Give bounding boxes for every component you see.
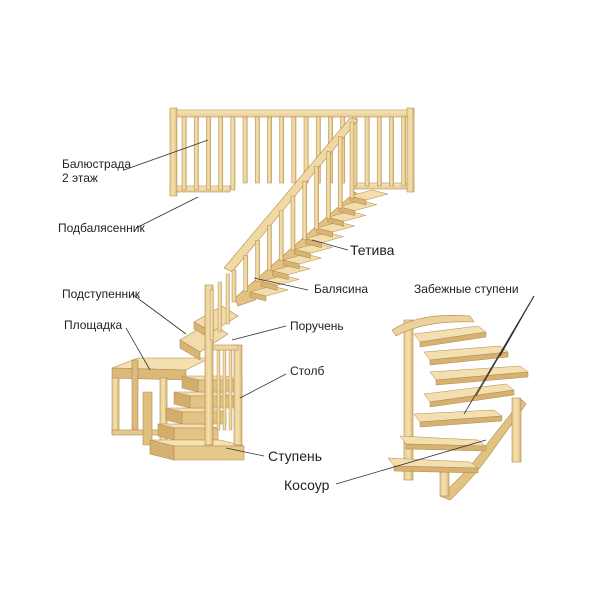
leader-kosour bbox=[335, 439, 487, 485]
flight-baluster bbox=[337, 136, 343, 209]
upper-baluster bbox=[389, 116, 394, 187]
upper-flight bbox=[223, 117, 389, 307]
flight-baluster bbox=[255, 240, 260, 282]
lower-baluster bbox=[222, 349, 227, 431]
upper-riser bbox=[316, 227, 333, 238]
upper-balustrade bbox=[169, 107, 415, 197]
leader-poruchen bbox=[231, 325, 287, 341]
label-balustrade-line2: 2 этаж bbox=[62, 171, 98, 185]
leader-winder-4 bbox=[499, 295, 535, 357]
newel-post-left bbox=[204, 284, 214, 446]
lower-tread-side bbox=[173, 391, 191, 409]
upper-riser bbox=[260, 281, 278, 291]
flight-baluster bbox=[314, 166, 319, 230]
lower-tread-side bbox=[165, 407, 183, 425]
rising-baluster bbox=[209, 289, 214, 341]
lower-balusters bbox=[209, 273, 233, 431]
upper-baluster bbox=[401, 116, 407, 187]
label-podbalyasennik: Подбалясенник bbox=[58, 221, 145, 235]
flight-baluster bbox=[231, 269, 237, 303]
rising-baluster bbox=[225, 273, 230, 325]
flight-baluster bbox=[302, 180, 308, 240]
flight-baluster bbox=[326, 151, 331, 220]
flight-baluster bbox=[290, 195, 296, 251]
flight-baluster bbox=[243, 254, 249, 292]
upper-flight-balusters bbox=[231, 121, 355, 303]
upper-riser bbox=[283, 259, 300, 270]
lower-baluster bbox=[228, 349, 233, 431]
upper-riser bbox=[338, 206, 356, 216]
upper-riser bbox=[249, 291, 267, 302]
upper-riser bbox=[271, 270, 289, 280]
lower-baluster bbox=[216, 349, 221, 431]
flight-baluster bbox=[267, 225, 272, 272]
leader-lines bbox=[123, 139, 535, 485]
leader-tetiva bbox=[311, 239, 349, 251]
lower-handrail bbox=[212, 344, 239, 351]
newel-post-right bbox=[233, 344, 243, 446]
leader-podbalyasennik bbox=[135, 196, 199, 229]
label-ploshchadka: Площадка bbox=[64, 318, 123, 332]
upper-baluster bbox=[230, 116, 236, 191]
upper-newel-right bbox=[406, 107, 415, 193]
leader-ploshchadka bbox=[125, 327, 151, 371]
label-poruchen: Поручень bbox=[290, 319, 344, 333]
upper-balusters bbox=[181, 116, 407, 191]
winder-tread-edge bbox=[429, 351, 509, 366]
upper-baluster bbox=[193, 116, 199, 191]
flight-baluster bbox=[349, 121, 355, 199]
landing bbox=[111, 357, 211, 449]
label-zabezhnye: Забежные ступени bbox=[414, 282, 519, 296]
upper-baluster bbox=[206, 116, 211, 191]
winder-tread-edge bbox=[419, 331, 487, 348]
label-balustrade: Балюстрада 2 этаж bbox=[62, 157, 131, 185]
leader-balyasina bbox=[253, 277, 309, 291]
upper-baluster bbox=[364, 116, 370, 187]
leader-podstupennik bbox=[131, 293, 187, 335]
upper-baluster bbox=[267, 116, 272, 184]
upper-baluster bbox=[254, 116, 260, 184]
flight-baluster bbox=[278, 210, 284, 261]
upper-baluster bbox=[376, 116, 382, 187]
upper-riser bbox=[327, 217, 345, 227]
winder-staircase bbox=[387, 314, 529, 501]
winder-tread-edge bbox=[429, 389, 515, 408]
winder-tread-edge bbox=[419, 415, 503, 428]
label-tetiva: Тетива bbox=[350, 242, 395, 258]
upper-riser bbox=[294, 249, 311, 259]
leader-winder-3 bbox=[463, 295, 535, 415]
upper-baluster bbox=[291, 116, 297, 184]
leader-stupen bbox=[225, 447, 265, 457]
winder-treads bbox=[387, 325, 529, 474]
leader-balustrade bbox=[123, 139, 209, 171]
upper-treads bbox=[249, 189, 389, 302]
leader-stolb bbox=[239, 373, 287, 399]
upper-baluster bbox=[218, 116, 224, 191]
winder-tread-edge bbox=[435, 371, 529, 386]
label-stolb: Столб bbox=[290, 364, 325, 378]
label-stupen: Ступень bbox=[268, 448, 323, 464]
lower-flight bbox=[149, 273, 245, 461]
label-podstupennik: Подступенник bbox=[62, 287, 141, 301]
upper-baluster bbox=[279, 116, 285, 184]
label-balustrade-line1: Балюстрада bbox=[62, 157, 132, 171]
upper-baluster bbox=[181, 116, 187, 191]
rising-baluster bbox=[217, 281, 222, 333]
lower-tread-side bbox=[181, 375, 199, 393]
winder-tread-edge bbox=[393, 465, 479, 474]
label-kosour: Косоур bbox=[284, 477, 330, 493]
upper-baluster bbox=[242, 116, 248, 184]
label-balyasina: Балясина bbox=[314, 282, 369, 296]
